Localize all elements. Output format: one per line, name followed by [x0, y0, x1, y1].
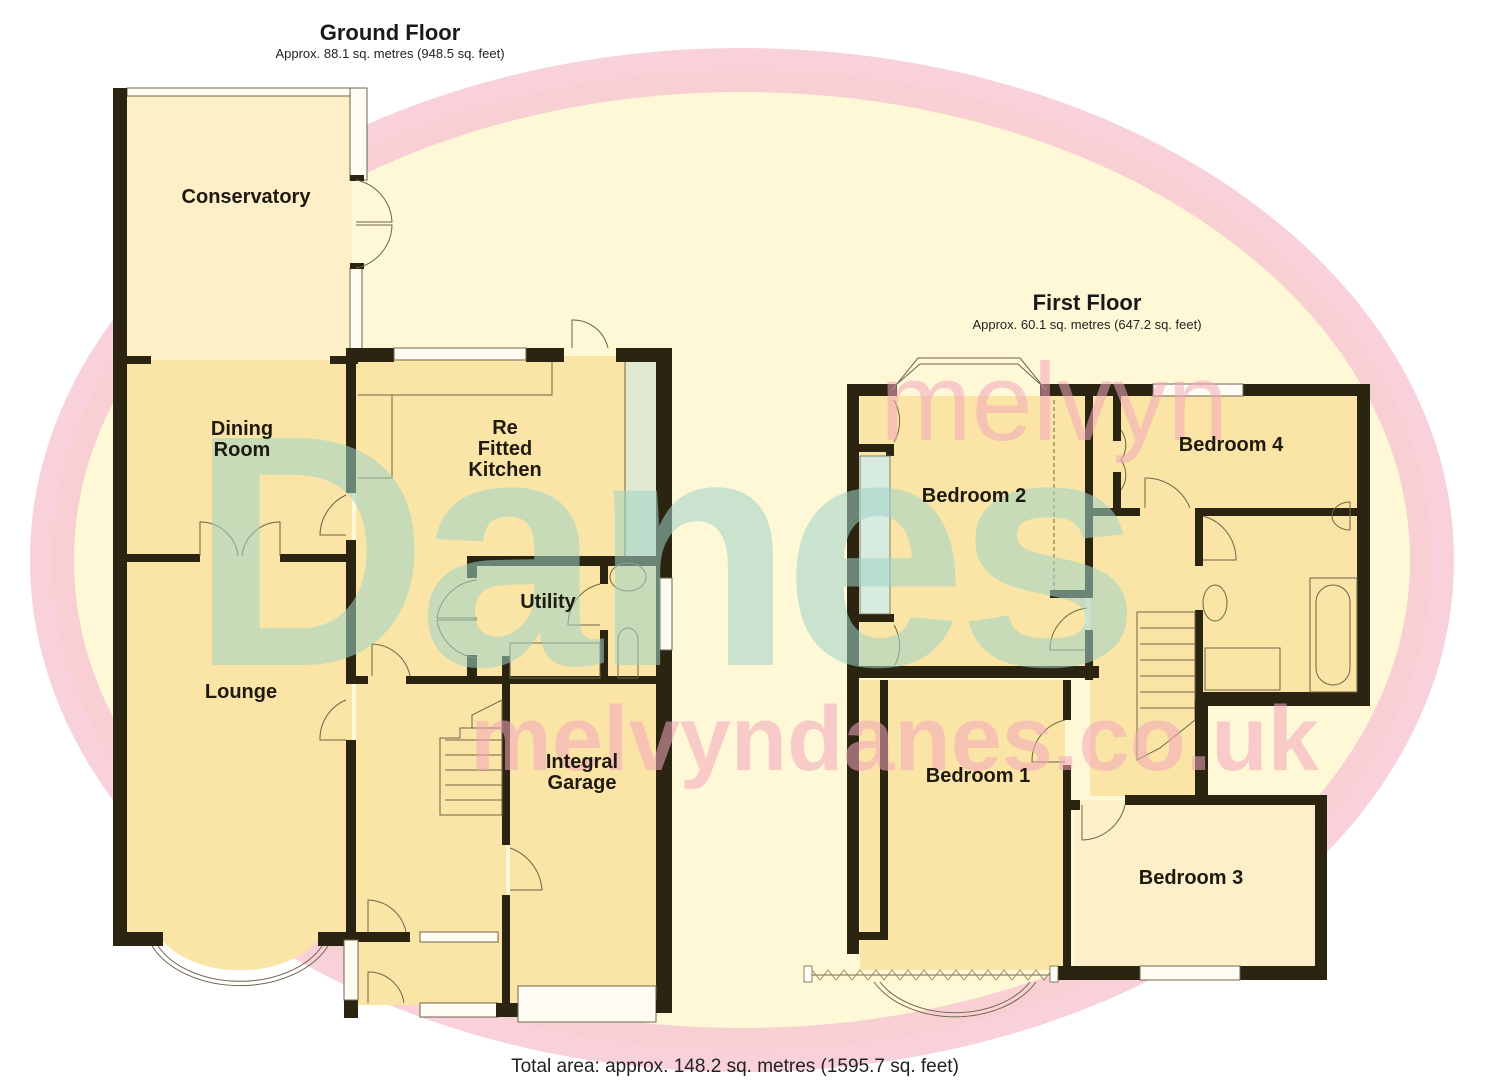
total-area: Total area: approx. 148.2 sq. metres (15…: [511, 1056, 959, 1077]
dining-room-floor: [127, 360, 352, 560]
room-label-conservatory: Conservatory: [182, 186, 312, 208]
first-floor-area: Approx. 60.1 sq. metres (647.2 sq. feet): [972, 317, 1201, 332]
conservatory-door-top: [355, 179, 393, 223]
porch-side-window: [343, 939, 359, 1001]
room-label-kitchen-line3: Kitchen: [468, 459, 541, 481]
first-floor-title: First Floor: [1033, 290, 1142, 315]
bedroom-4-window: [1152, 383, 1244, 397]
room-label-lounge: Lounge: [205, 681, 277, 703]
lounge-door: [319, 699, 347, 741]
utility-door-bottom: [436, 619, 478, 659]
watermark-website: melvyndanes.co.uk: [470, 688, 1320, 790]
bathroom-floor: [1205, 516, 1357, 692]
room-label-bedroom-2: Bedroom 2: [922, 485, 1026, 507]
kitchen-side-door: [319, 494, 347, 536]
hall-floor: [356, 680, 506, 1005]
ground-floor-plan: [113, 87, 673, 1023]
room-label-bedroom-3: Bedroom 3: [1139, 867, 1243, 889]
conservatory-floor: [127, 95, 352, 360]
bedroom-3-window: [1139, 965, 1241, 981]
bedroom-2-door: [1049, 607, 1088, 651]
first-floor-plan: [803, 357, 1370, 1018]
garage-floor: [510, 682, 656, 1007]
ground-west-wall: [113, 88, 127, 946]
kitchen-floor: [356, 356, 656, 556]
room-label-dining-line2: Room: [214, 439, 271, 461]
bedroom-3-door: [1081, 804, 1126, 841]
utility-door-top: [436, 579, 478, 619]
lounge-floor: [127, 560, 352, 935]
conservatory-door-bottom: [355, 224, 393, 269]
room-label-garage-line2: Garage: [548, 772, 617, 794]
room-label-utility: Utility: [520, 591, 576, 613]
kitchen-back-door: [571, 319, 609, 349]
kitchen-window: [393, 347, 527, 361]
watermark-brand-main: Danes: [190, 366, 1130, 735]
bedroom-3-floor: [1075, 800, 1315, 968]
hall-window: [419, 931, 499, 943]
room-label-dining-line1: Dining: [211, 418, 273, 440]
garage-door-internal: [509, 847, 543, 891]
utility-floor: [471, 562, 656, 680]
ground-floor-area: Approx. 88.1 sq. metres (948.5 sq. feet): [275, 46, 504, 61]
bedroom-4-floor: [1090, 396, 1357, 511]
room-label-kitchen-line2: Fitted: [478, 438, 532, 460]
hall-kitchen-door: [371, 643, 411, 677]
room-label-bedroom-1: Bedroom 1: [926, 765, 1030, 787]
bedroom-4-door: [1144, 477, 1191, 509]
garage-door: [517, 985, 657, 1023]
ground-stairs: [439, 699, 503, 816]
room-label-bedroom-4: Bedroom 4: [1179, 434, 1284, 456]
conservatory-window-right: [349, 87, 368, 181]
landing-floor: [1090, 511, 1205, 796]
watermark-brand-top: melvyn: [880, 341, 1228, 464]
dining-door-right: [241, 521, 281, 557]
porch-window: [419, 1002, 499, 1018]
watermark: Danes melvyn melvyndanes.co.uk: [190, 341, 1320, 790]
conservatory-window-top: [126, 87, 368, 97]
porch-inner-door: [367, 899, 407, 933]
first-stairs: [1136, 611, 1196, 761]
bedroom-1-door: [1031, 719, 1066, 763]
bedroom-2-floor: [860, 396, 1085, 676]
conservatory-window-lower: [349, 267, 363, 357]
wc-door: [567, 583, 601, 626]
bathroom-door: [1202, 515, 1237, 561]
room-label-garage-line1: Integral: [546, 751, 618, 773]
lounge-bay-floor: [158, 935, 322, 971]
bedroom-1-floor: [860, 680, 1065, 970]
room-label-kitchen-line1: Re: [492, 417, 518, 439]
ground-floor-title: Ground Floor: [320, 20, 461, 45]
dining-door-left: [199, 521, 239, 557]
utility-window: [659, 577, 673, 651]
front-door: [367, 971, 405, 1004]
